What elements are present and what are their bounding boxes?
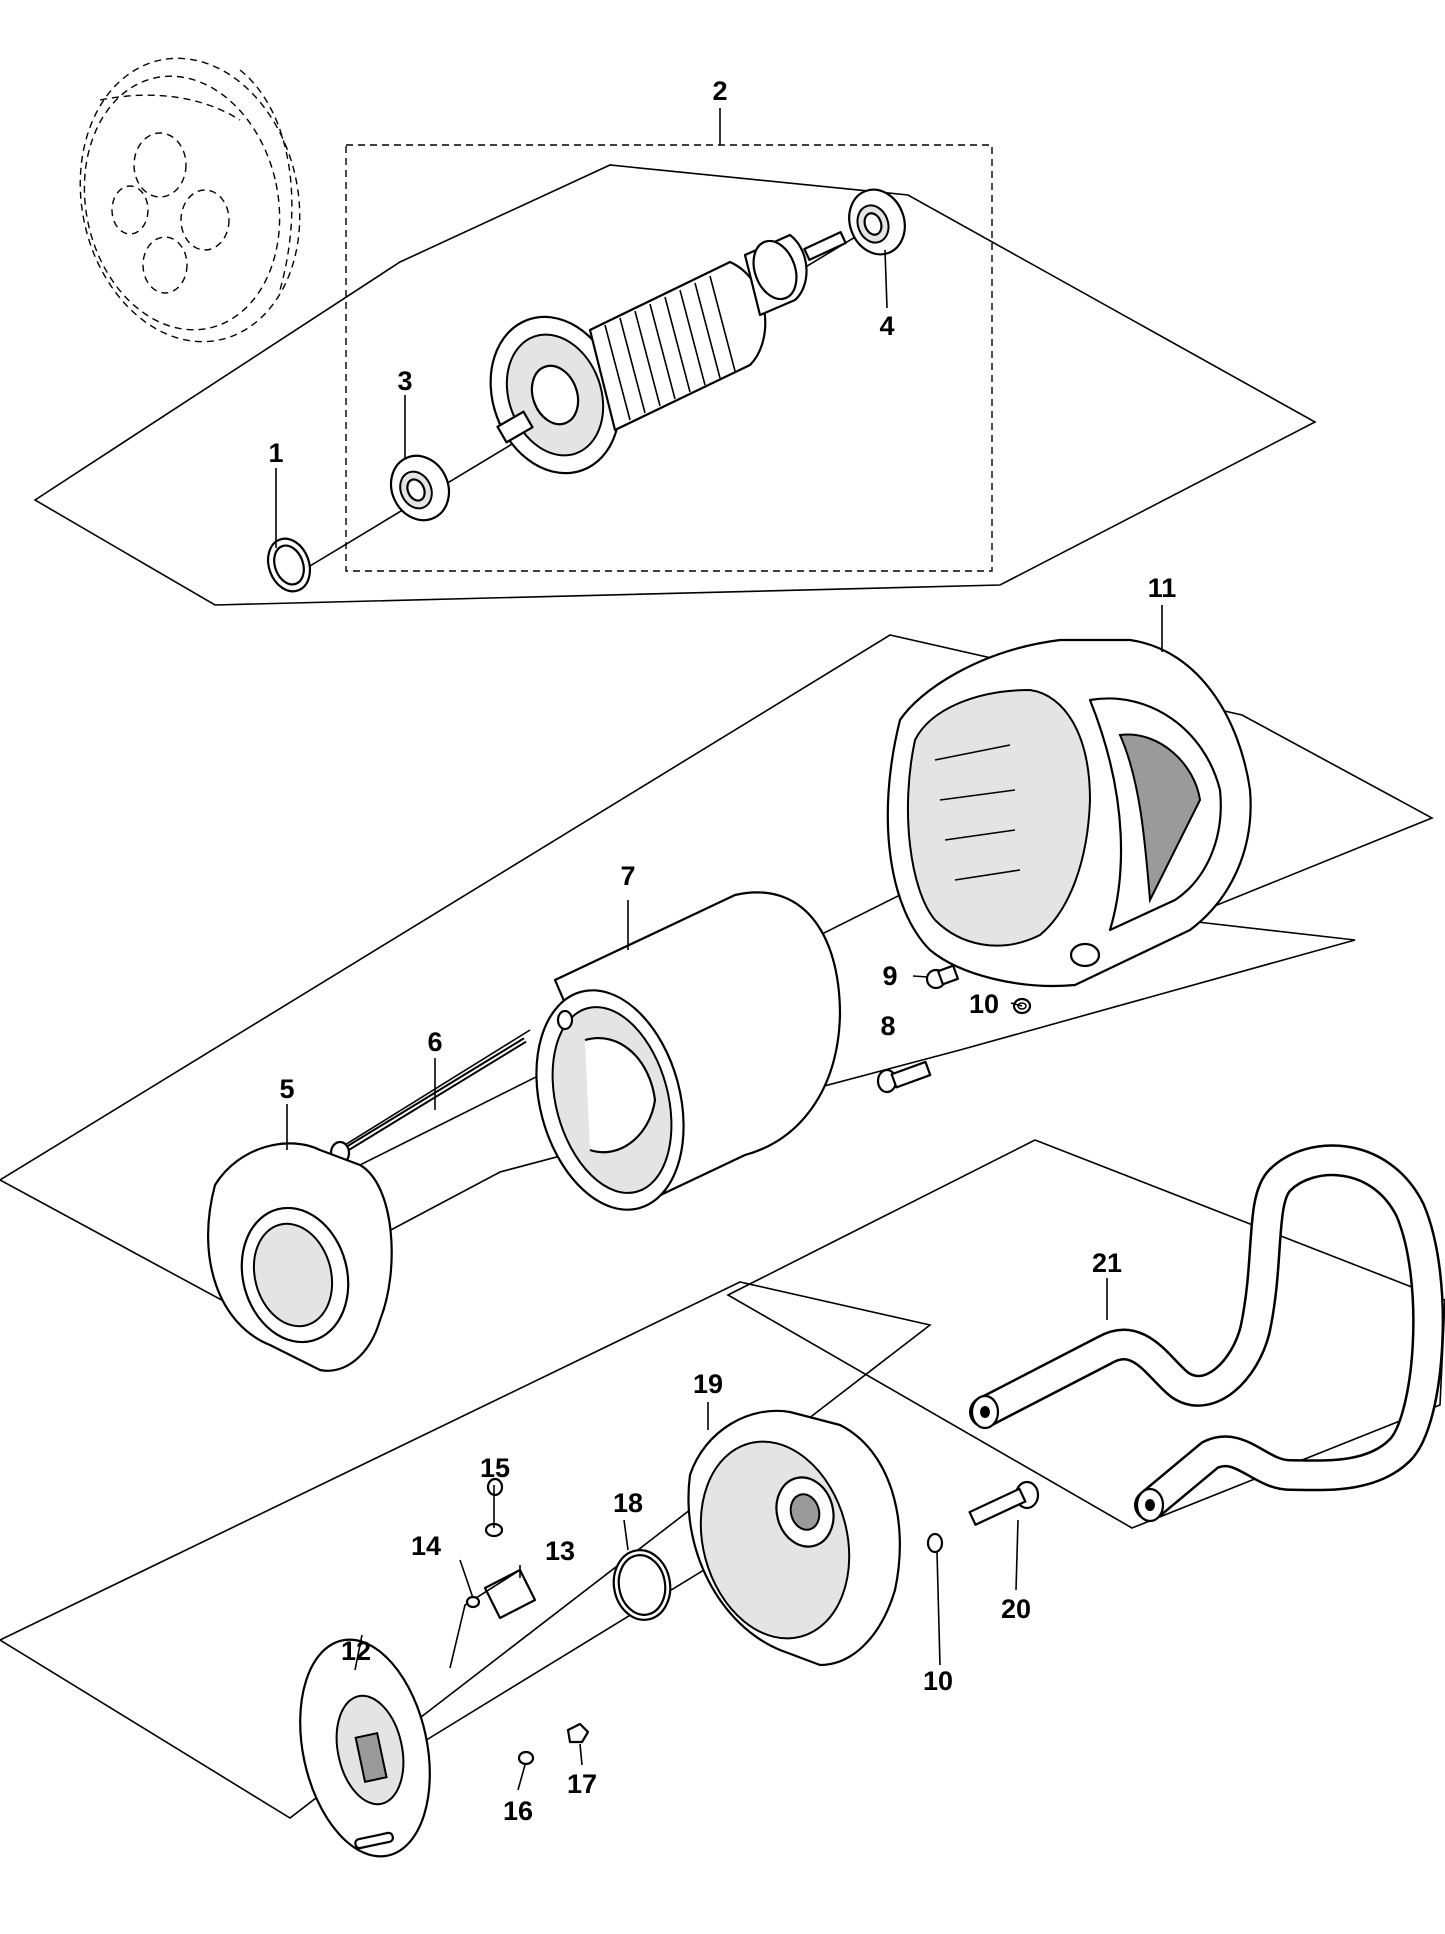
- end-bell-screw: [926, 1480, 1040, 1554]
- small-screws: [876, 964, 1032, 1094]
- end-cover-plate: [299, 1638, 431, 1858]
- end-plate: [207, 1142, 393, 1372]
- small-hardware: [449, 1477, 590, 1766]
- motor-housing: [886, 638, 1252, 988]
- callout-17: 17: [567, 1769, 597, 1799]
- handle-group: [726, 1139, 1445, 1529]
- assembly-plane-1: [33, 164, 1317, 606]
- callout-15: 15: [480, 1453, 510, 1483]
- callout-18: 18: [613, 1488, 643, 1518]
- stator: [535, 891, 842, 1211]
- callout-6: 6: [427, 1027, 442, 1057]
- callout-11: 11: [1148, 573, 1177, 603]
- callout-19: 19: [693, 1369, 723, 1399]
- callout-5: 5: [279, 1074, 294, 1104]
- callout-1: 1: [268, 438, 283, 468]
- callout-4: 4: [879, 311, 894, 341]
- bearing-upper: [848, 188, 906, 256]
- assembly-plane-4: [0, 1281, 932, 1819]
- callout-9: 9: [882, 961, 897, 991]
- callout-21: 21: [1092, 1248, 1122, 1278]
- callout-12: 12: [341, 1636, 371, 1666]
- armature-group: [33, 57, 1317, 606]
- callout-3: 3: [397, 366, 412, 396]
- endcap-group: [0, 1281, 1040, 1858]
- callout-8: 8: [880, 1011, 895, 1041]
- bearing-lower: [389, 454, 451, 522]
- callout-13: 13: [545, 1536, 575, 1566]
- callout-10: 10: [969, 989, 999, 1019]
- armature-rotor: [489, 231, 847, 475]
- callout-20: 20: [1001, 1594, 1031, 1624]
- end-bell: [687, 1409, 901, 1667]
- through-bolt: [329, 1037, 527, 1166]
- armature-assembly-box: [345, 144, 993, 572]
- callout-7: 7: [620, 861, 635, 891]
- stator-group: [0, 605, 1434, 1372]
- callout-16: 16: [503, 1796, 533, 1826]
- callout-10-lower: 10: [923, 1666, 953, 1696]
- callout-14: 14: [411, 1531, 441, 1561]
- phantom-gearbox: [79, 57, 301, 343]
- callout-2: 2: [712, 76, 727, 106]
- callout-labels: 1 2 3 4 5 6 7 8 9 10 11 12 13 14 15 16 1…: [268, 76, 1176, 1826]
